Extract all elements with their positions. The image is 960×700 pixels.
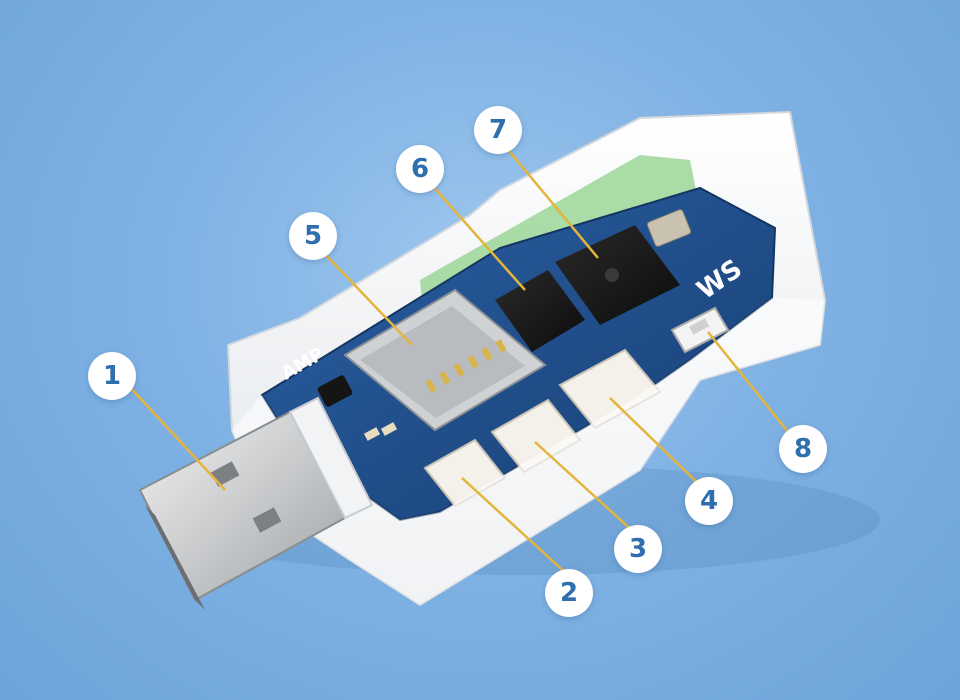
smd-resistor (363, 427, 381, 441)
raspberry-logo-icon (605, 268, 619, 282)
callout-badge-2: 2 (545, 569, 593, 617)
usb-a-plug-edge (145, 505, 205, 610)
callout-badge-3: 3 (614, 525, 662, 573)
leader-line-1 (127, 384, 226, 491)
audio-chip (495, 270, 585, 352)
button-actuator (689, 318, 710, 335)
microsd-slot-inner (360, 306, 525, 418)
callout-badge-4: 4 (685, 477, 733, 525)
leader-line-6 (429, 182, 526, 291)
callout-badge-6: 6 (396, 145, 444, 193)
usb-a-window (252, 507, 282, 533)
leader-line-5 (322, 251, 413, 346)
case-front-wall (232, 298, 825, 605)
usb-a-window (210, 461, 240, 487)
callout-badge-1: 1 (88, 352, 136, 400)
callout-badge-8: 8 (779, 425, 827, 473)
leader-line-4 (609, 397, 709, 494)
leader-line-3 (534, 441, 638, 536)
usb-plug-collar (288, 396, 374, 520)
crystal-oscillator (646, 209, 692, 247)
smd-resistor (380, 422, 398, 436)
smd-transistor (317, 375, 353, 407)
leader-line-8 (707, 331, 794, 439)
leader-line-2 (461, 477, 569, 576)
leader-line-7 (499, 139, 599, 259)
callout-badge-5: 5 (289, 212, 337, 260)
callout-leader-lines (127, 139, 794, 576)
microsd-gold-contacts (425, 339, 507, 393)
callout-badge-7: 7 (474, 106, 522, 154)
